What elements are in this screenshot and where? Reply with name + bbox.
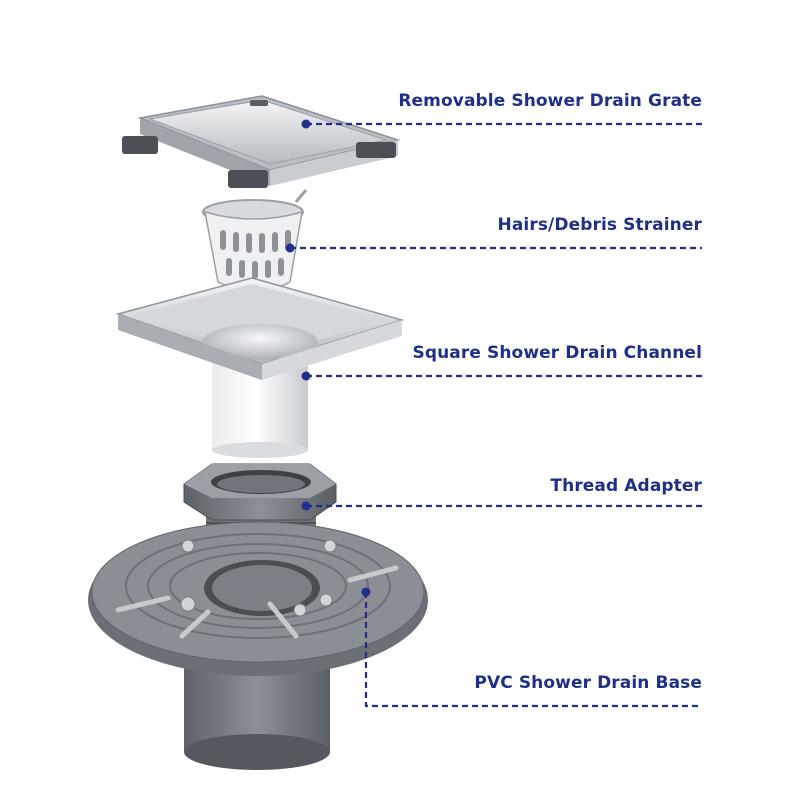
channel-part [115,277,405,458]
label-strainer: Hairs/Debris Strainer [497,215,702,235]
callout-lines [290,122,702,708]
dot-strainer [285,243,295,253]
grate-part [122,95,401,188]
strainer-part [202,189,308,292]
callout-dots [285,119,371,597]
label-adapter: Thread Adapter [550,476,702,496]
label-base: PVC Shower Drain Base [474,673,702,693]
label-grate: Removable Shower Drain Grate [398,91,702,111]
label-channel: Square Shower Drain Channel [412,343,702,363]
base-part [88,521,428,770]
dot-grate [301,119,311,129]
dot-channel [301,371,311,381]
dot-adapter [301,501,311,511]
leader-base [364,592,702,708]
dot-base [361,587,371,597]
